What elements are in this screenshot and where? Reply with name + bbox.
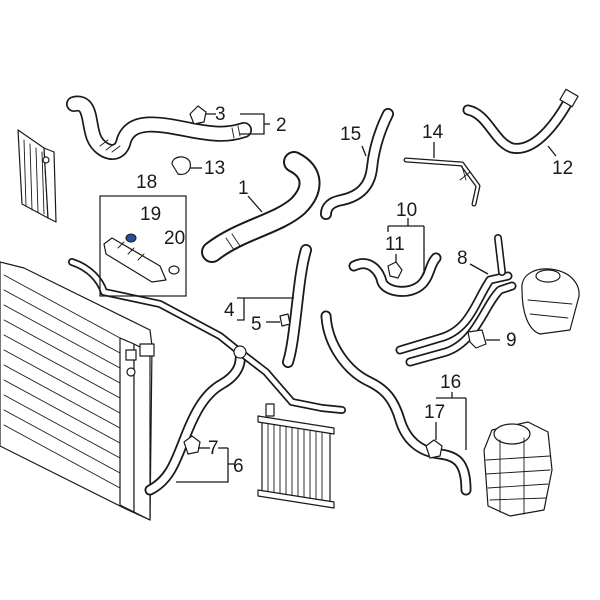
callout-6: 6: [233, 456, 244, 477]
callout-13: 13: [204, 158, 225, 179]
callout-12: 12: [552, 158, 573, 179]
callout-19: 19: [140, 204, 161, 225]
callout-11: 11: [385, 234, 405, 255]
hose-6: [144, 346, 246, 496]
part-13-connector: [171, 156, 191, 175]
callout-2: 2: [276, 115, 287, 136]
engine-housing: [483, 421, 553, 517]
part-5-clip: [279, 313, 291, 327]
callout-1: 1: [238, 178, 249, 199]
radiator-center: [257, 403, 335, 509]
hose-16: [320, 310, 472, 496]
callout-18: 18: [136, 172, 157, 193]
callout-9: 9: [506, 330, 517, 351]
part-20-ring: [168, 265, 180, 275]
hose-10: [348, 252, 442, 297]
part-19-seal: [125, 233, 137, 243]
callout-14: 14: [422, 122, 444, 143]
callout-17: 17: [424, 402, 445, 423]
hose-12: [462, 88, 579, 154]
expansion-tank: [521, 268, 580, 335]
callout-20: 20: [164, 228, 185, 249]
hose-2: [66, 95, 252, 160]
hose-15: [320, 108, 394, 220]
radiator-left: [0, 261, 155, 521]
callout-4: 4: [224, 300, 235, 321]
callout-7: 7: [208, 438, 219, 459]
callout-16: 16: [440, 372, 461, 393]
callout-8: 8: [457, 248, 468, 269]
pipe-main: [68, 258, 346, 414]
callout-15: 15: [340, 124, 361, 145]
callout-3: 3: [215, 104, 226, 125]
hose-4: [282, 244, 312, 368]
part-17-clip: [425, 439, 443, 459]
radiator-upper-left: [17, 129, 57, 223]
callout-labels: 1 2 3 4 5 6 7 8 9 10 11 12 13 14 15 16 1…: [136, 104, 573, 477]
part-7-clip: [183, 435, 201, 455]
callout-10: 10: [396, 200, 417, 221]
part-18-box: [99, 195, 187, 297]
part-9-bracket: [467, 329, 487, 349]
pipe-14: [403, 157, 481, 207]
part-3-clip: [189, 105, 207, 125]
hose-1: [201, 151, 321, 263]
callout-5: 5: [251, 314, 262, 335]
leader-lines: [176, 113, 557, 483]
pipe-8: [395, 234, 517, 367]
part-11-clip: [387, 261, 403, 279]
